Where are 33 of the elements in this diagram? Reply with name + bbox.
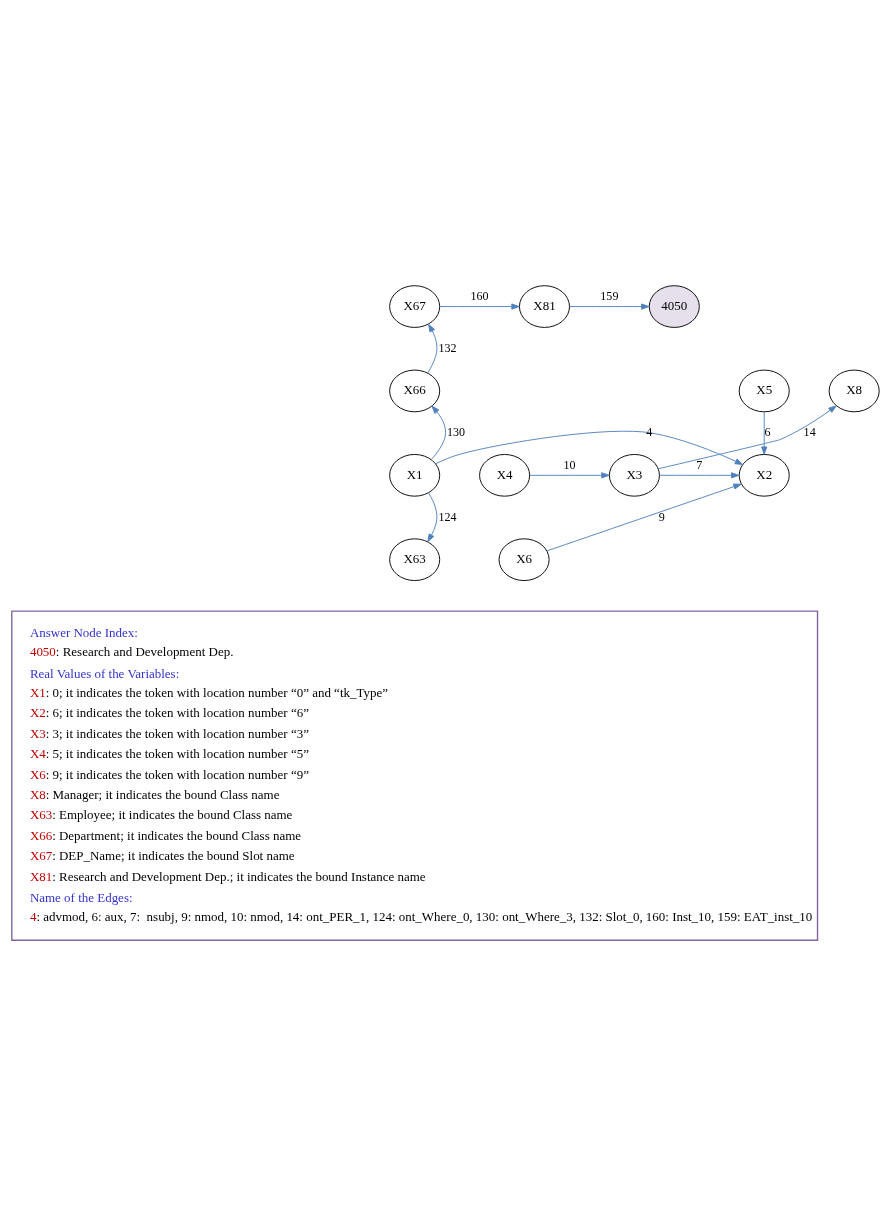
arrow [427, 492, 438, 543]
node-ellipse: X5 [738, 369, 790, 413]
edge-label: 132 [438, 340, 457, 355]
arrow [657, 405, 837, 470]
node-ellipse: X1 [389, 454, 441, 497]
arrow [529, 472, 610, 479]
node-ellipse: X6 [498, 538, 550, 581]
edge-label: 7 [696, 458, 703, 473]
arrow [546, 483, 742, 552]
node-box: Answer Node Index: 4050: Research and Development Dep. Real Values of the Variables: X1: 0; it indicates the token with location number “0” and “tk_Type” X2: 6; it indicates the token with location number “6” X3: 3; it indicates the token with location number “3” X4: 5; it indicates the token with location number “5” X6: 9; it indicates the token with location number “9” X8: Manager; it indicates the bound Class name X63: Employee; it indicates the bound Class name X66: Department; it indicates the bound Class name X67: DEP_Name; it indicates the bound Slot name X81: Research and Development Dep.; it indicates the bound Instance name Name of the Edges: 4: advmod, 6: aux, 7: nsubj, 9: nmod, 10: nmod, 14: ont_PER_1, 124: ont_Where_0, 130: ont_Where_3, 132: Slot_0, 160: Inst_10, 159: EAT_inst_10 [11, 610, 819, 941]
arrow [659, 472, 740, 479]
node-ellipse: X3 [608, 454, 660, 497]
edge-label: 9 [658, 509, 665, 524]
arrow [761, 411, 768, 455]
edge-label: 159 [600, 289, 619, 304]
arrow [439, 303, 520, 310]
node-ellipse: X81 [518, 285, 570, 328]
node-ellipse: 4050 [648, 285, 700, 328]
edge-label: 160 [470, 289, 489, 304]
node-ellipse: X4 [479, 454, 531, 497]
edge-label: 14 [803, 425, 816, 440]
edge-label: 10 [563, 458, 576, 473]
node-ellipse: X2 [738, 454, 790, 497]
edge-label: 6 [764, 425, 771, 440]
arrow [569, 303, 650, 310]
edge-label: 130 [446, 425, 465, 440]
edge-label: 124 [438, 509, 457, 524]
edge-label: 4 [646, 425, 653, 440]
node-ellipse: X67 [389, 285, 441, 328]
arrow [431, 405, 447, 460]
arrow [427, 323, 438, 374]
node-ellipse: X63 [389, 538, 441, 581]
arrow [435, 430, 744, 465]
